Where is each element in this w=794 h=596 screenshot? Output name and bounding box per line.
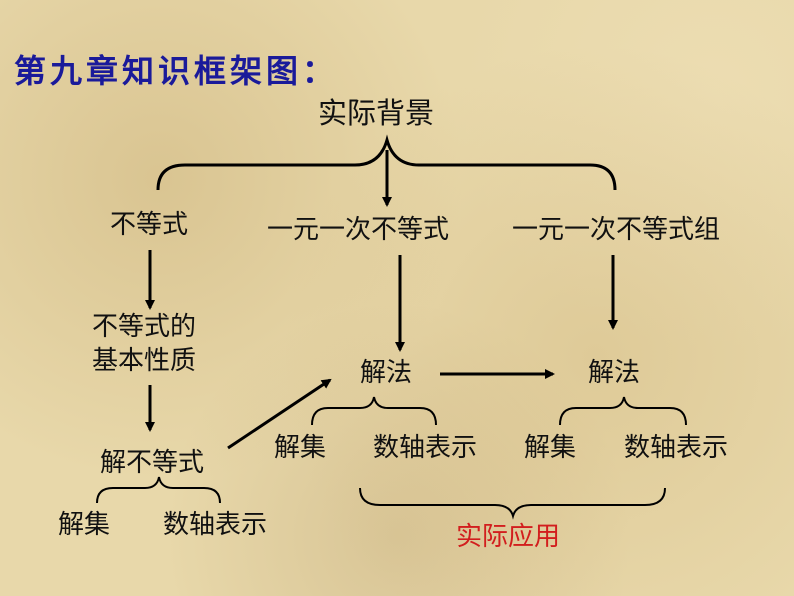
node-solution-set-mid: 解集 — [274, 433, 327, 463]
node-number-line-mid: 数轴表示 — [373, 433, 478, 463]
node-number-line-bottom: 数轴表示 — [163, 510, 268, 540]
node-number-line-right: 数轴表示 — [624, 433, 729, 463]
page-title: 第九章知识框架图： — [14, 52, 339, 90]
node-method-right: 解法 — [588, 358, 641, 388]
top-brace — [156, 134, 617, 191]
node-linear-system: 一元一次不等式组 — [512, 215, 721, 245]
brace-right — [559, 396, 687, 426]
brace-application — [359, 487, 666, 520]
node-application: 实际应用 — [456, 522, 561, 552]
node-properties-line2: 基本性质 — [92, 346, 197, 376]
brace-mid — [311, 396, 437, 426]
node-solve-inequality: 解不等式 — [100, 448, 205, 478]
arrow-solve-to-method — [227, 378, 332, 450]
node-properties-line1: 不等式的 — [92, 312, 197, 342]
node-background: 实际背景 — [318, 96, 435, 130]
node-solution-set-bottom: 解集 — [58, 510, 111, 540]
node-solution-set-right: 解集 — [524, 433, 577, 463]
node-inequality: 不等式 — [110, 210, 189, 240]
node-method-mid: 解法 — [360, 358, 413, 388]
node-linear-inequality: 一元一次不等式 — [267, 215, 450, 245]
brace-bottom — [96, 476, 221, 504]
